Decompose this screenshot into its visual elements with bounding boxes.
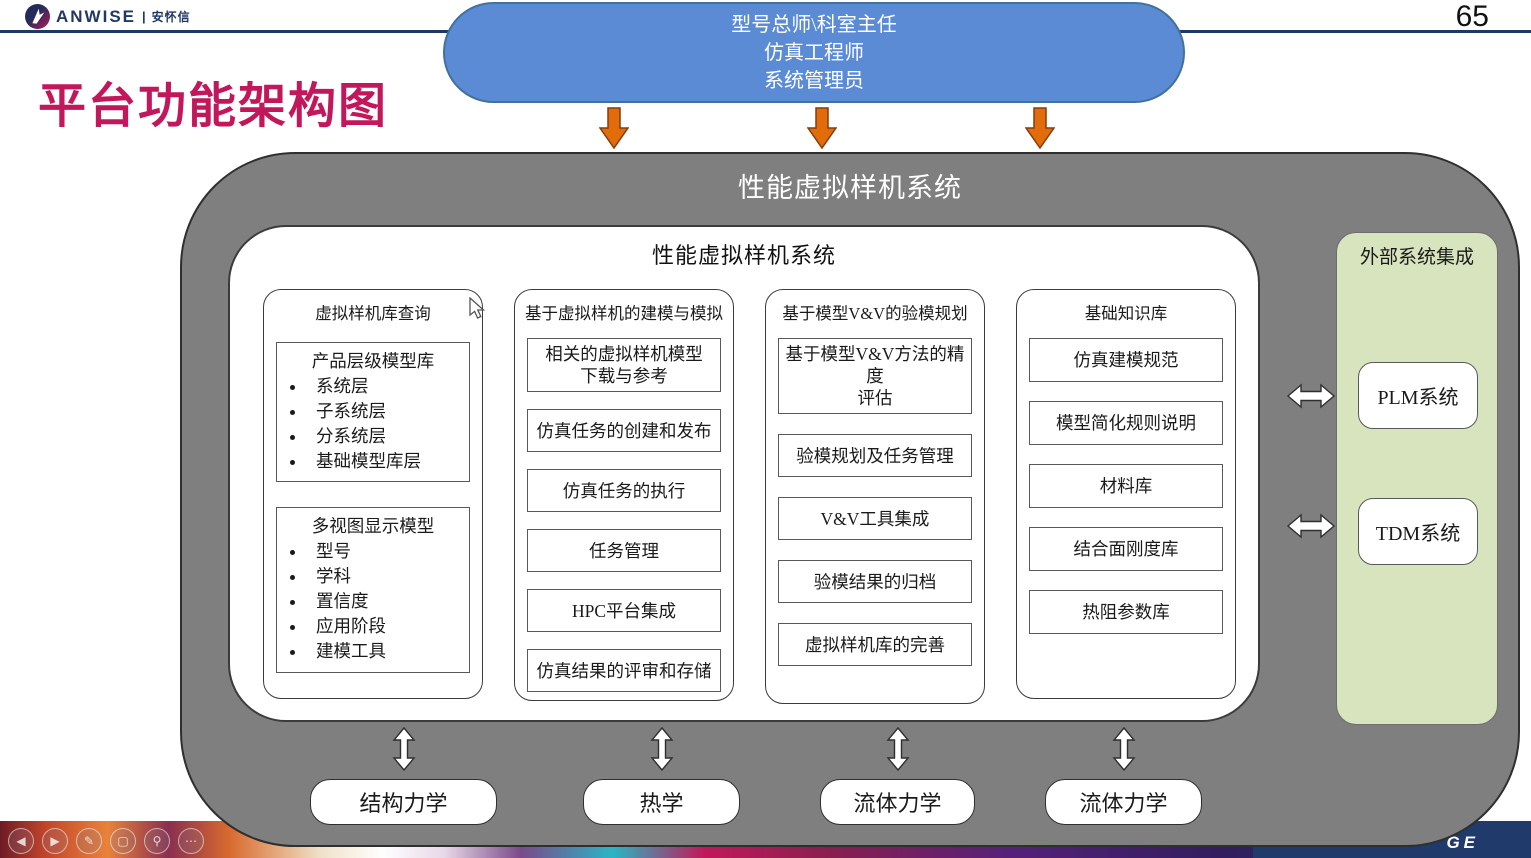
function-column: 基础知识库仿真建模规范模型简化规则说明材料库结合面刚度库热阻参数库 bbox=[1016, 289, 1236, 699]
function-box: 虚拟样机库的完善 bbox=[778, 623, 972, 667]
function-box: 验模规划及任务管理 bbox=[778, 434, 972, 478]
function-box-title: 产品层级模型库 bbox=[311, 351, 435, 371]
external-system-box: TDM系统 bbox=[1358, 498, 1478, 565]
bullet-item: 子系统层 bbox=[307, 399, 463, 424]
logo-separator: | bbox=[142, 9, 146, 24]
function-columns: 虚拟样机库查询产品层级模型库系统层子系统层分系统层基础模型库层多视图显示模型型号… bbox=[230, 289, 1258, 704]
function-column: 基于虚拟样机的建模与模拟相关的虚拟样机模型 下载与参考仿真任务的创建和发布仿真任… bbox=[514, 289, 734, 701]
outer-system-title: 性能虚拟样机系统 bbox=[738, 173, 962, 203]
column-title: 基于虚拟样机的建模与模拟 bbox=[525, 304, 723, 323]
column-title: 基于模型V&V的验模规划 bbox=[782, 304, 968, 323]
next-slide-icon[interactable]: ▶ bbox=[42, 828, 68, 854]
pen-icon[interactable]: ✎ bbox=[76, 828, 102, 854]
performance-prototype-system-container: 性能虚拟样机系统 性能虚拟样机系统 虚拟样机库查询产品层级模型库系统层子系统层分… bbox=[180, 152, 1520, 847]
discipline-module: 流体力学 bbox=[820, 726, 975, 828]
external-systems-panel: 外部系统集成 PLM系统 TDM系统 bbox=[1336, 232, 1498, 725]
double-arrow-vertical-icon bbox=[886, 726, 909, 772]
double-arrow-horizontal-icon bbox=[1286, 513, 1336, 539]
function-box: 产品层级模型库系统层子系统层分系统层基础模型库层 bbox=[276, 342, 470, 483]
discipline-module: 热学 bbox=[583, 726, 740, 828]
external-system-box: PLM系统 bbox=[1358, 362, 1478, 429]
function-box: 热阻参数库 bbox=[1029, 590, 1223, 634]
page-number: 65 bbox=[1455, 0, 1489, 33]
function-box: 结合面刚度库 bbox=[1029, 527, 1223, 571]
discipline-module: 流体力学 bbox=[1045, 726, 1202, 828]
function-column: 虚拟样机库查询产品层级模型库系统层子系统层分系统层基础模型库层多视图显示模型型号… bbox=[263, 289, 483, 699]
bullet-item: 基础模型库层 bbox=[307, 449, 463, 474]
down-arrow-icon bbox=[807, 107, 837, 149]
column-boxes: 产品层级模型库系统层子系统层分系统层基础模型库层多视图显示模型型号学科置信度应用… bbox=[276, 342, 470, 673]
function-box: 模型简化规则说明 bbox=[1029, 401, 1223, 445]
function-column: 基于模型V&V的验模规划基于模型V&V方法的精度 评估验模规划及任务管理 V&V工… bbox=[765, 289, 985, 704]
double-arrow-vertical-icon bbox=[1112, 726, 1135, 772]
column-boxes: 相关的虚拟样机模型 下载与参考仿真任务的创建和发布仿真任务的执行任务管理 HPC平… bbox=[527, 338, 721, 693]
inner-system-title: 性能虚拟样机系统 bbox=[651, 243, 836, 268]
bullet-item: 建模工具 bbox=[307, 639, 463, 664]
logo-text-cn: 安怀信 bbox=[151, 10, 191, 24]
role-line: 型号总师\科室主任 bbox=[731, 13, 897, 36]
bullet-item: 置信度 bbox=[307, 589, 463, 614]
bullet-list: 系统层子系统层分系统层基础模型库层 bbox=[283, 374, 463, 473]
double-arrow-vertical-icon bbox=[392, 726, 415, 772]
prev-slide-icon[interactable]: ◀ bbox=[8, 828, 34, 854]
double-arrow-horizontal-icon bbox=[1286, 383, 1336, 409]
role-line: 系统管理员 bbox=[764, 69, 864, 92]
function-box: 验模结果的归档 bbox=[778, 560, 972, 604]
column-title: 基础知识库 bbox=[1084, 304, 1168, 323]
bullet-item: 分系统层 bbox=[307, 424, 463, 449]
anwise-logo: ANWISE | 安怀信 bbox=[25, 4, 191, 29]
function-box: 基于模型V&V方法的精度 评估 bbox=[778, 338, 972, 415]
cursor-icon bbox=[469, 297, 486, 319]
function-box: 仿真建模规范 bbox=[1029, 338, 1223, 382]
column-boxes: 基于模型V&V方法的精度 评估验模规划及任务管理 V&V工具集成验模结果的归档虚拟… bbox=[778, 338, 972, 667]
function-box: 任务管理 bbox=[527, 529, 721, 573]
footer-partial-text: GE bbox=[1446, 833, 1479, 852]
column-title: 虚拟样机库查询 bbox=[315, 304, 431, 323]
bullet-item: 系统层 bbox=[307, 374, 463, 399]
anwise-logo-icon bbox=[25, 4, 50, 29]
down-arrow-icon bbox=[1025, 107, 1055, 149]
more-icon[interactable]: ⋯ bbox=[178, 828, 204, 854]
function-box: 多视图显示模型型号学科置信度应用阶段建模工具 bbox=[276, 507, 470, 673]
down-arrow-icon bbox=[599, 107, 629, 149]
discipline-box: 结构力学 bbox=[310, 779, 497, 825]
bullet-item: 应用阶段 bbox=[307, 614, 463, 639]
function-box: 相关的虚拟样机模型 下载与参考 bbox=[527, 338, 721, 393]
function-box: V&V工具集成 bbox=[778, 497, 972, 541]
discipline-box: 热学 bbox=[583, 779, 740, 825]
bullet-item: 学科 bbox=[307, 564, 463, 589]
discipline-box: 流体力学 bbox=[1045, 779, 1202, 825]
frame-icon[interactable]: ▢ bbox=[110, 828, 136, 854]
logo-text-en: ANWISE bbox=[56, 6, 136, 26]
function-box: 仿真结果的评审和存储 bbox=[527, 649, 721, 693]
column-boxes: 仿真建模规范模型简化规则说明材料库结合面刚度库热阻参数库 bbox=[1029, 338, 1223, 634]
double-arrow-vertical-icon bbox=[650, 726, 673, 772]
bullet-item: 型号 bbox=[307, 539, 463, 564]
function-box: HPC平台集成 bbox=[527, 589, 721, 633]
slide-title: 平台功能架构图 bbox=[38, 80, 389, 133]
role-line: 仿真工程师 bbox=[764, 41, 864, 64]
slideshow-controls: ◀ ▶ ✎ ▢ ⚲ ⋯ bbox=[8, 828, 204, 854]
bullet-list: 型号学科置信度应用阶段建模工具 bbox=[283, 539, 463, 663]
user-roles-blob: 型号总师\科室主任仿真工程师系统管理员 bbox=[443, 2, 1185, 103]
inner-system-container: 性能虚拟样机系统 虚拟样机库查询产品层级模型库系统层子系统层分系统层基础模型库层… bbox=[228, 225, 1260, 722]
function-box-title: 多视图显示模型 bbox=[311, 516, 435, 537]
function-box: 仿真任务的执行 bbox=[527, 469, 721, 513]
magnifier-icon[interactable]: ⚲ bbox=[144, 828, 170, 854]
external-systems-title: 外部系统集成 bbox=[1359, 247, 1474, 268]
discipline-module: 结构力学 bbox=[310, 726, 497, 828]
function-box: 材料库 bbox=[1029, 464, 1223, 508]
discipline-box: 流体力学 bbox=[820, 779, 975, 825]
function-box: 仿真任务的创建和发布 bbox=[527, 409, 721, 453]
